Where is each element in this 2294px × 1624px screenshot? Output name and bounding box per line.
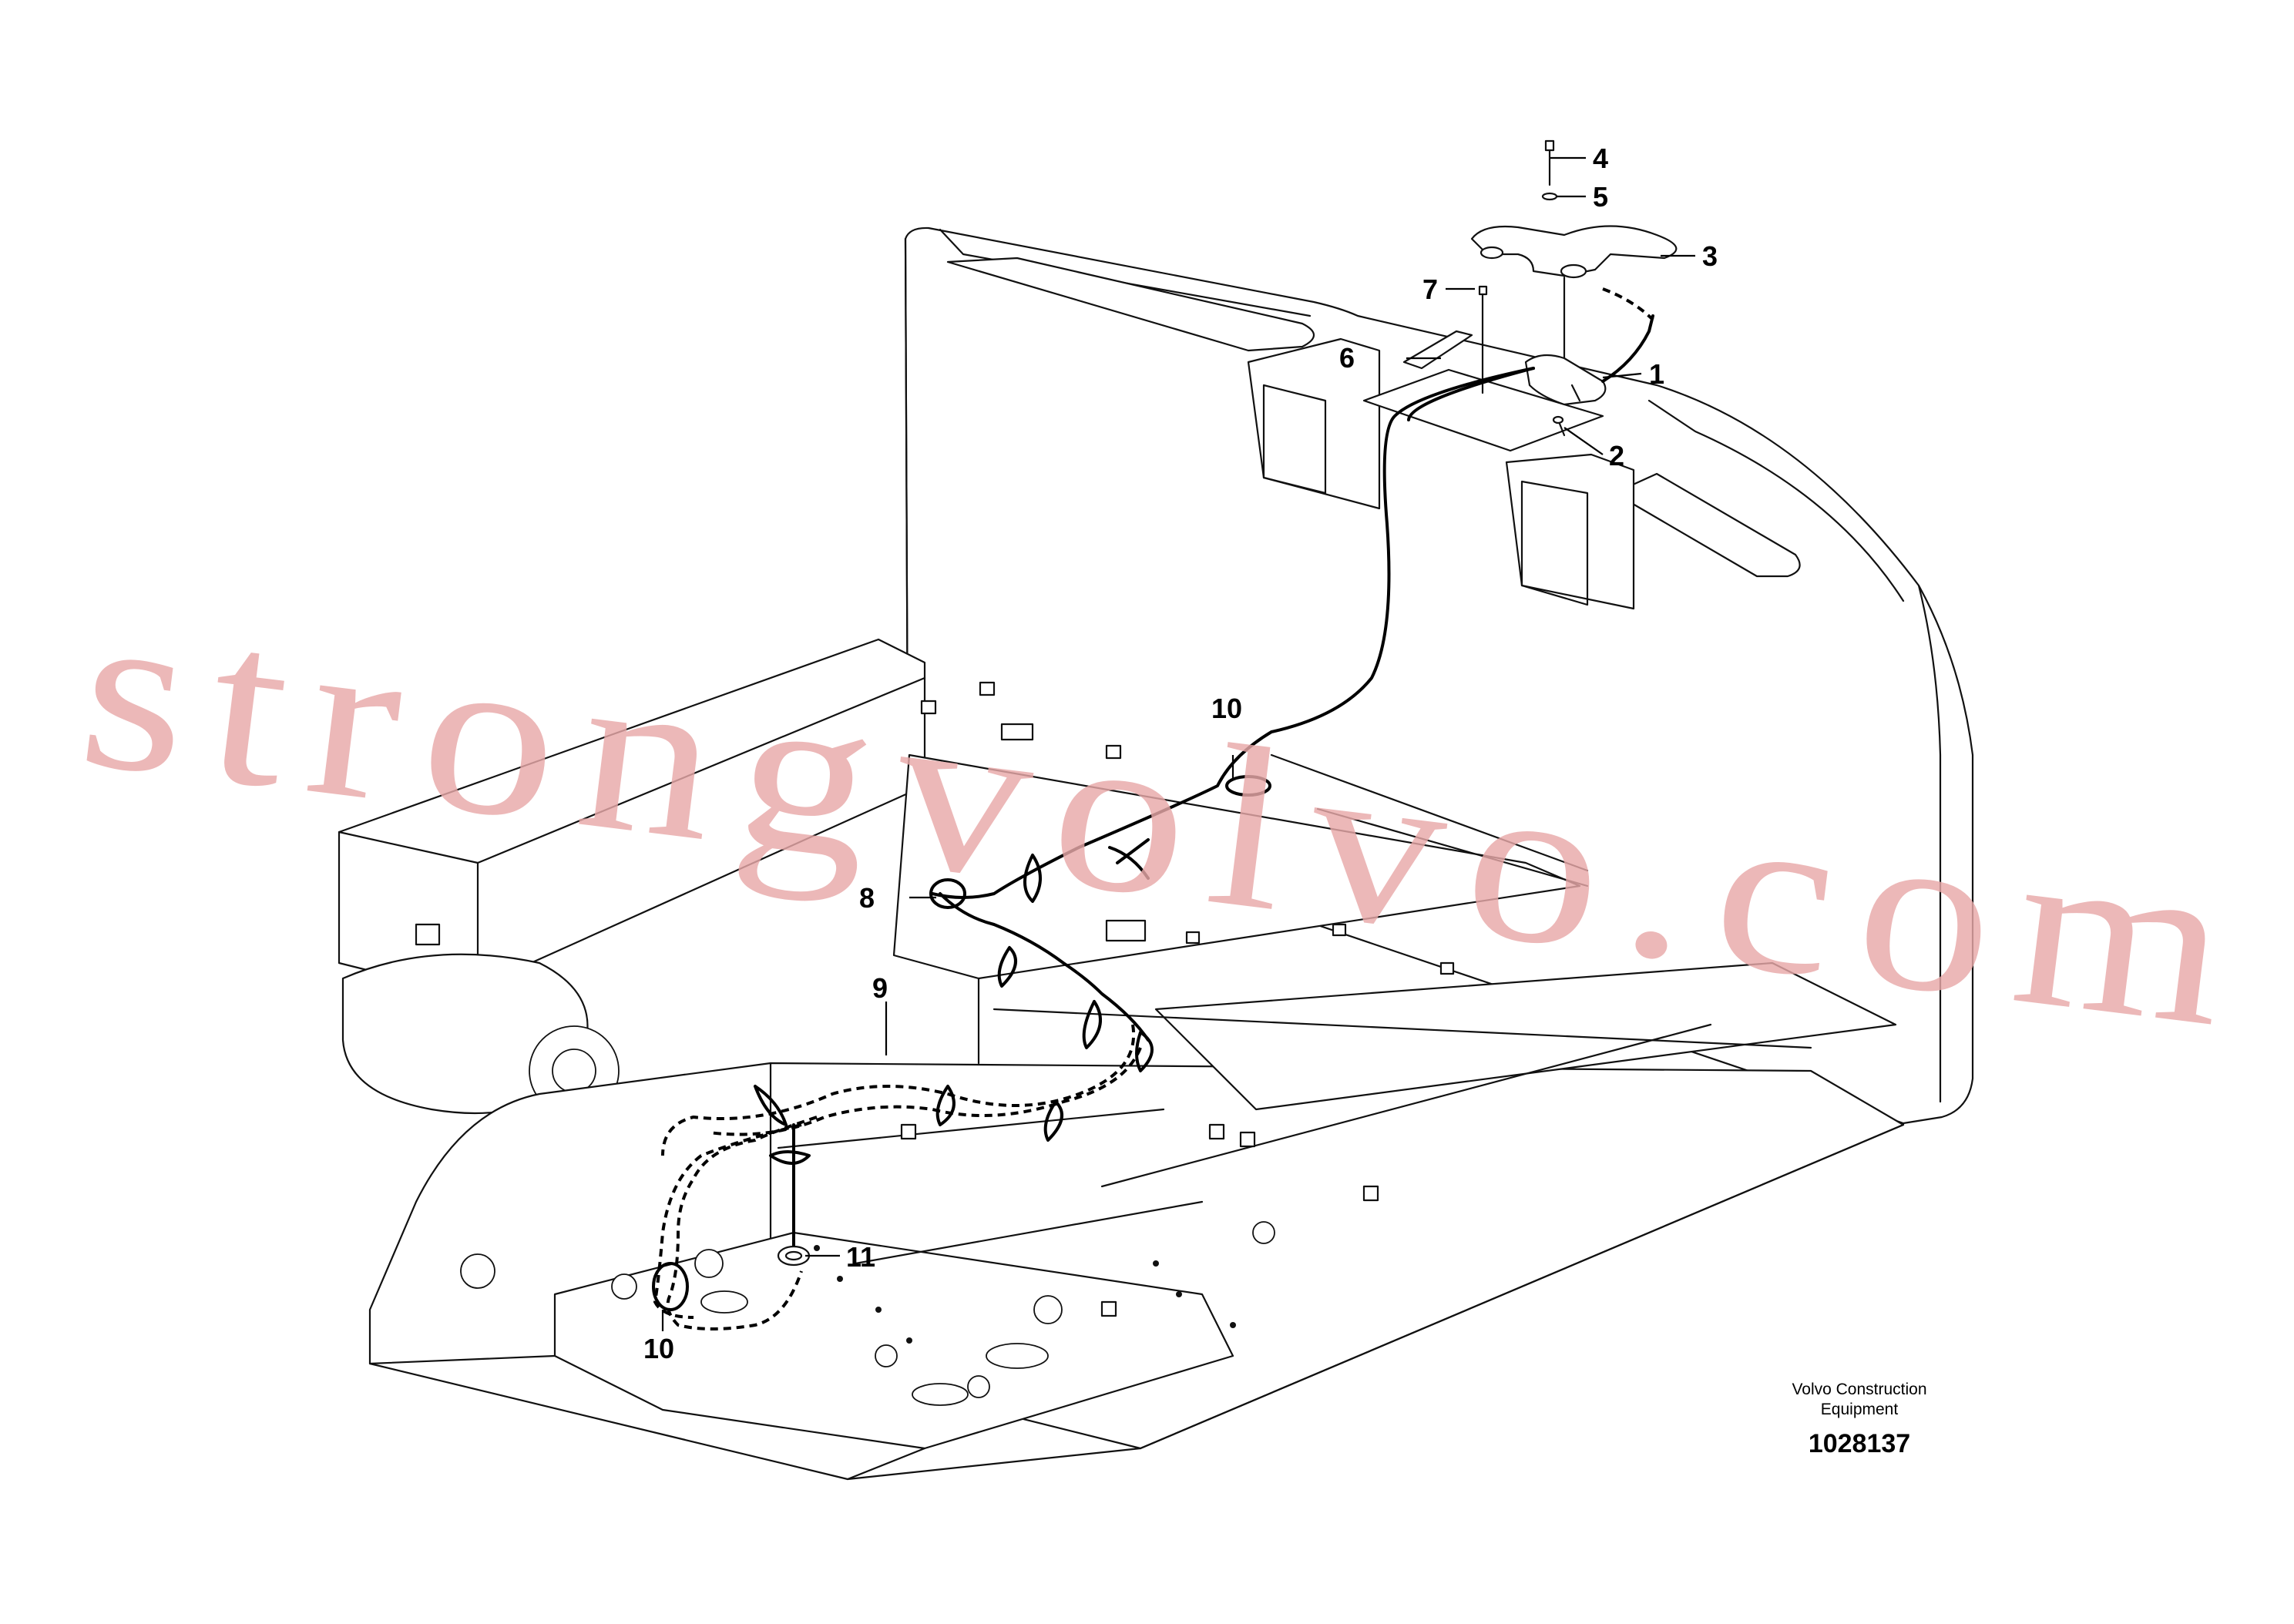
sensor (1524, 354, 1607, 406)
sensor-assembly (1402, 139, 1678, 437)
cable-tie (1225, 775, 1271, 797)
callout-5: 5 (1593, 181, 1608, 213)
counterweight (904, 226, 1974, 1125)
upper-frame (338, 638, 1905, 1481)
callout-1: 1 (1649, 358, 1664, 390)
callout-4: 4 (1593, 143, 1608, 174)
cable-tie (652, 1262, 689, 1311)
callout-9: 9 (872, 972, 888, 1004)
caption-company: Volvo Construction (1792, 1381, 1926, 1398)
callout-3: 3 (1702, 240, 1718, 272)
callout-8: 8 (859, 882, 875, 914)
caption-block: Volvo Construction Equipment 1028137 (1792, 1381, 1926, 1458)
cable-tie (929, 878, 966, 909)
callout-10-bottom: 10 (643, 1333, 674, 1364)
cable-harness (652, 367, 1535, 1330)
callout-7: 7 (1422, 273, 1438, 305)
callout-6: 6 (1339, 342, 1355, 374)
bolt (1544, 139, 1555, 152)
callouts: 4 5 3 7 6 1 2 10 8 9 11 10 (643, 143, 1718, 1364)
caption-company-line2: Equipment (1821, 1401, 1899, 1418)
callout-10-top: 10 (1211, 693, 1242, 724)
washer (1541, 192, 1558, 201)
leader-lines (661, 156, 1695, 1331)
callout-11: 11 (846, 1241, 875, 1273)
bracket (1470, 225, 1678, 277)
callout-2: 2 (1609, 440, 1624, 471)
document-number: 1028137 (1809, 1429, 1910, 1458)
